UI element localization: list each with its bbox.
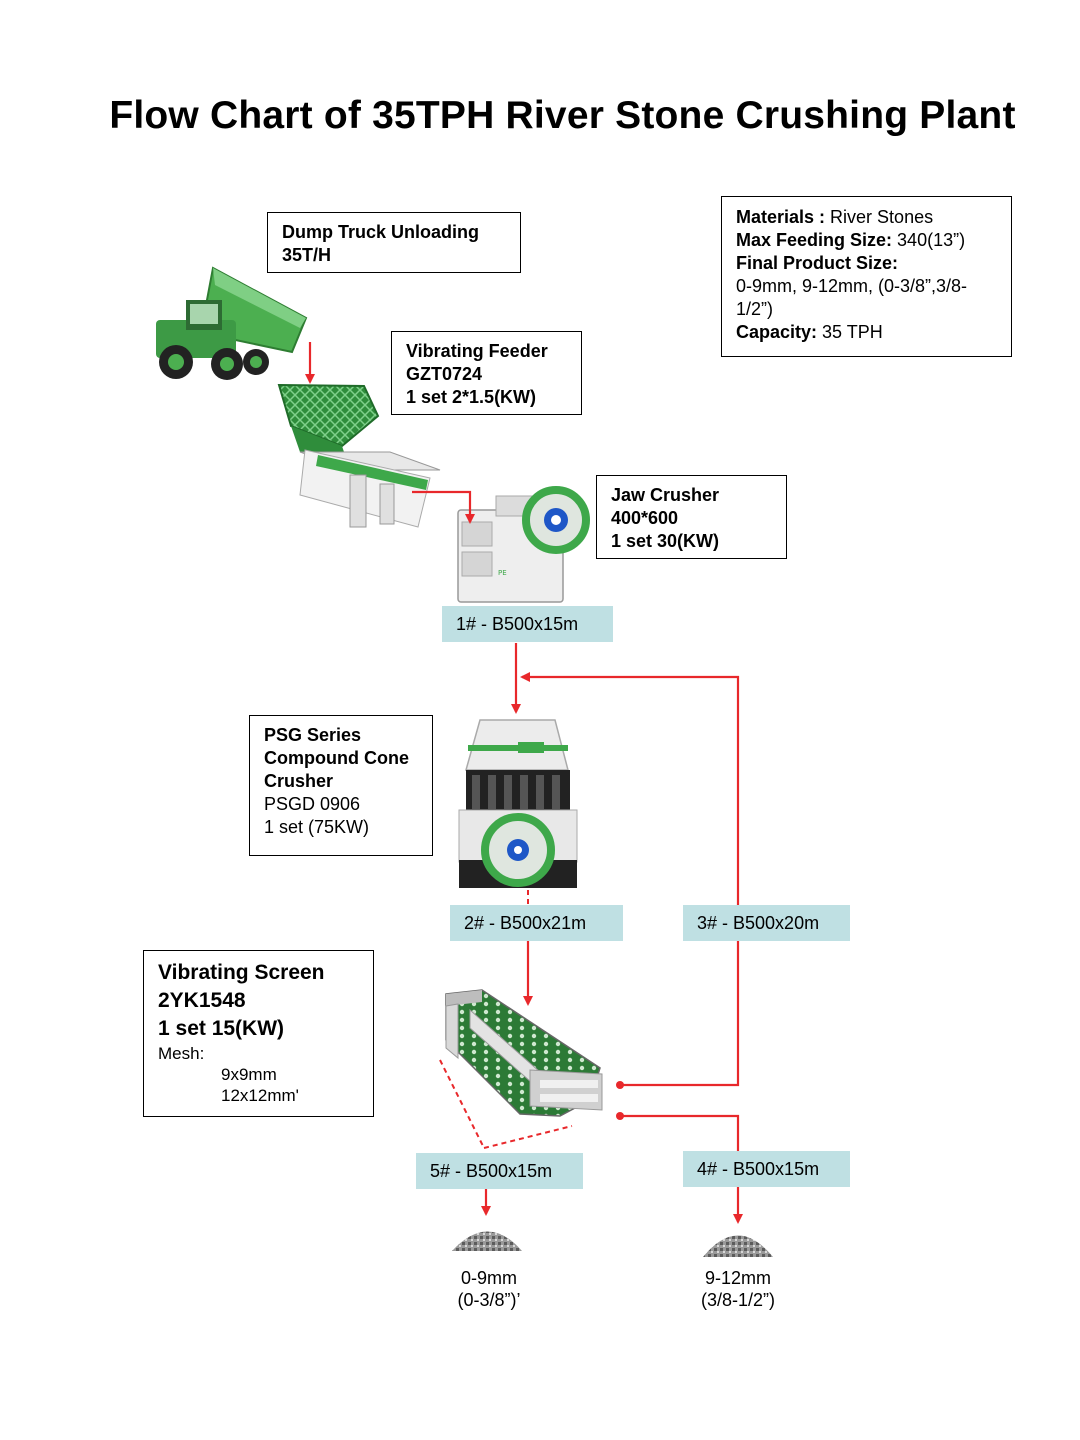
info-box: Materials : River Stones Max Feeding Siz… (721, 196, 1012, 357)
cone-line2: Compound Cone (264, 748, 409, 768)
jaw-line3: 1 set 30(KW) (611, 531, 720, 551)
vibrating-screen-box: Vibrating Screen 2YK1548 1 set 15(KW) Me… (143, 950, 374, 1117)
jaw-line2: 400*600 (611, 508, 679, 528)
jaw-crusher-box: Jaw Crusher 400*600 1 set 30(KW) (596, 475, 787, 559)
belt-5-label: 5# - B500x15m (416, 1153, 583, 1189)
product-pile-2-icon (703, 1235, 773, 1257)
screen-line1: Vibrating Screen (158, 961, 325, 984)
max-feed-label: Max Feeding Size: (736, 230, 893, 250)
jaw-crusher-icon: PE (457, 486, 590, 603)
product-2-label: 9-12mm (3/8-1/2”) (678, 1267, 798, 1311)
belt-2-label: 2# - B500x21m (450, 905, 623, 941)
materials-value: River Stones (825, 207, 934, 227)
dashed-guides (439, 890, 573, 1149)
feeder-line3: 1 set 2*1.5(KW) (406, 387, 537, 407)
vibrating-feeder-icon (277, 383, 441, 528)
belt-1-label: 1# - B500x15m (442, 606, 613, 642)
cone-line1: PSG Series (264, 725, 362, 745)
jaw-line1: Jaw Crusher (611, 485, 720, 505)
feeder-line2: GZT0724 (406, 364, 483, 384)
capacity-label: Capacity: (736, 322, 818, 342)
dump-truck-line2: 35T/H (282, 245, 332, 265)
final-size-label: Final Product Size: (736, 253, 899, 273)
product-2-size: 9-12mm (704, 1268, 771, 1288)
cone-line4: PSGD 0906 (264, 794, 361, 814)
feeder-line1: Vibrating Feeder (406, 341, 548, 361)
feeder-box: Vibrating Feeder GZT0724 1 set 2*1.5(KW) (391, 331, 582, 415)
cone-crusher-box: PSG Series Compound Cone Crusher PSGD 09… (249, 715, 433, 856)
capacity-value: 35 TPH (817, 322, 883, 342)
materials-label: Materials : (736, 207, 826, 227)
product-1-size: 0-9mm (460, 1268, 517, 1288)
belt-4-label: 4# - B500x15m (683, 1151, 850, 1187)
belt-3-label: 3# - B500x20m (683, 905, 850, 941)
product-2-inch: (3/8-1/2”) (700, 1290, 776, 1310)
mesh-label: Mesh: (158, 1044, 205, 1063)
flow-arrows (305, 342, 743, 1224)
mesh-size-1: 9x9mm (221, 1065, 277, 1084)
max-feed-value: 340(13”) (892, 230, 966, 250)
screen-line3: 1 set 15(KW) (158, 1017, 285, 1040)
vibrating-screen-icon (445, 989, 603, 1117)
product-pile-1-icon (452, 1231, 522, 1251)
screen-line2: 2YK1548 (158, 989, 246, 1012)
dump-truck-icon (156, 266, 308, 380)
dump-truck-box: Dump Truck Unloading 35T/H (267, 212, 521, 273)
final-size-value: 0-9mm, 9-12mm, (0-3/8”,3/8-1/2”) (736, 276, 968, 319)
cone-line3: Crusher (264, 771, 334, 791)
dump-truck-line1: Dump Truck Unloading (282, 222, 480, 242)
product-1-label: 0-9mm (0-3/8”)’ (429, 1267, 549, 1311)
product-1-inch: (0-3/8”)’ (457, 1290, 521, 1310)
svg-text:PE: PE (498, 569, 507, 577)
page-title: Flow Chart of 35TPH River Stone Crushing… (109, 94, 1016, 137)
cone-crusher-icon (458, 719, 578, 888)
cone-line5: 1 set (75KW) (264, 817, 370, 837)
mesh-size-2: 12x12mm' (221, 1086, 299, 1105)
